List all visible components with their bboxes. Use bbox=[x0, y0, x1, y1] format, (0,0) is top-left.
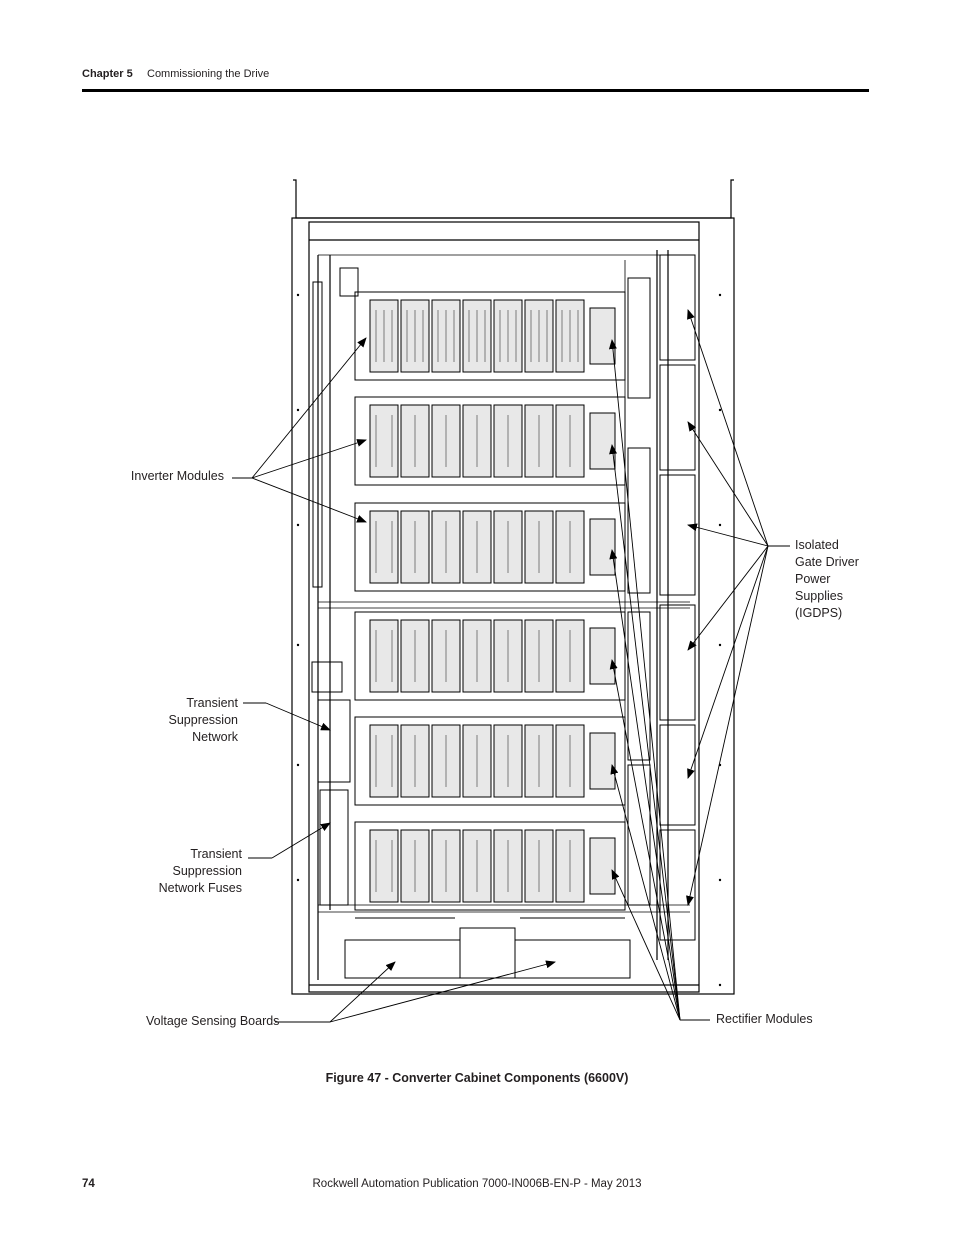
chapter-label: Chapter 5 bbox=[82, 68, 133, 80]
page-number: 74 bbox=[82, 1178, 95, 1190]
tsn-label-line: Network bbox=[192, 730, 238, 744]
igdps-label-line: (IGDPS) bbox=[795, 606, 843, 620]
publication-info: Rockwell Automation Publication 7000-IN0… bbox=[312, 1178, 642, 1190]
voltage-sensing-boards-label: Voltage Sensing Boards bbox=[146, 1014, 280, 1028]
figure-caption: Figure 47 - Converter Cabinet Components… bbox=[325, 1071, 629, 1085]
igdps-label-line: Isolated bbox=[795, 538, 839, 552]
inverter-modules-label: Inverter Modules bbox=[130, 469, 224, 483]
power-modules bbox=[369, 299, 616, 903]
voltage-sensing-boards bbox=[344, 917, 631, 979]
tsn-fuses-label-line: Transient bbox=[190, 847, 242, 861]
igdps-label-line: Supplies bbox=[795, 589, 843, 603]
igdps-label-line: Gate Driver bbox=[795, 555, 859, 569]
header-rule bbox=[82, 89, 869, 92]
tsn-fuses-label-line: Network Fuses bbox=[158, 881, 242, 895]
transient-suppression-network-label: Transient Suppression Network bbox=[140, 695, 239, 746]
transient-suppression-hardware bbox=[311, 267, 359, 906]
igdps-label-line: Power bbox=[795, 572, 831, 586]
module-bays bbox=[354, 291, 626, 911]
tsn-fuses-label-line: Suppression bbox=[172, 864, 243, 878]
callout-leaders bbox=[232, 309, 790, 1023]
tsn-label-line: Suppression bbox=[168, 713, 239, 727]
heatsink-hatching bbox=[375, 310, 579, 892]
rectifier-modules-label: Rectifier Modules bbox=[716, 1012, 813, 1026]
igdps-label: Isolated Gate Driver Power Supplies (IGD… bbox=[795, 537, 875, 622]
tsn-label-line: Transient bbox=[186, 696, 238, 710]
cabinet-frame bbox=[291, 179, 735, 995]
transient-suppression-network-fuses-label: Transient Suppression Network Fuses bbox=[140, 846, 242, 897]
igdps-stack bbox=[627, 254, 696, 941]
mounting-holes bbox=[296, 293, 722, 987]
chapter-title: Commissioning the Drive bbox=[147, 68, 270, 80]
